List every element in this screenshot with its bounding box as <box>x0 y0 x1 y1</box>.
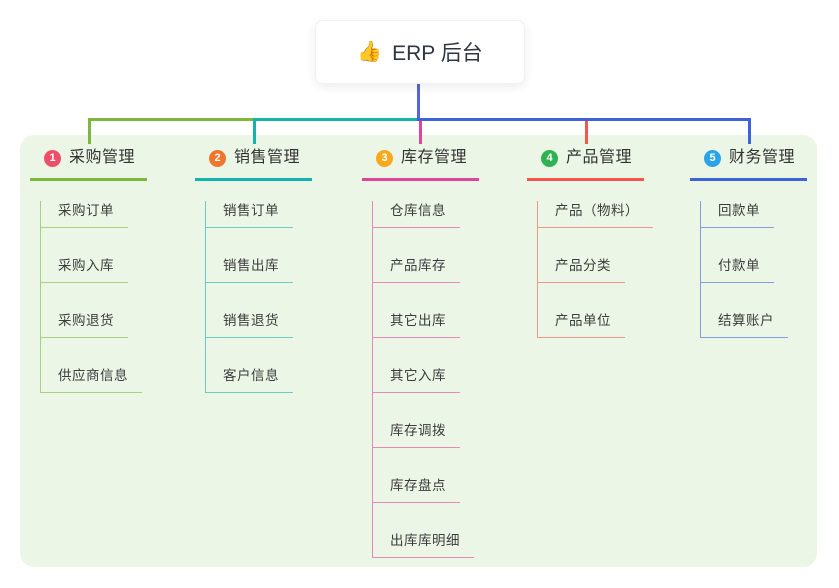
branch-column-1: 1 采购管理 采购订单 采购入库 采购退货 供应商信息 <box>30 148 147 393</box>
branch-column-2: 2 销售管理 销售订单 销售出库 销售退货 客户信息 <box>195 148 312 393</box>
child-label: 采购订单 <box>58 203 114 218</box>
child-node[interactable]: 产品库存 <box>373 256 460 283</box>
branch-column-4: 4 产品管理 产品（物料） 产品分类 产品单位 <box>527 148 653 338</box>
branch-number-badge: 3 <box>376 149 393 167</box>
child-label: 其它入库 <box>390 368 446 383</box>
branch-column-5: 5 财务管理 回款单 付款单 结算账户 <box>690 148 807 338</box>
child-node[interactable]: 客户信息 <box>206 366 293 393</box>
branch-label: 库存管理 <box>401 149 468 166</box>
thumbs-up-icon: 👍 <box>357 41 383 63</box>
child-label: 库存盘点 <box>390 478 446 493</box>
branch-children: 产品（物料） 产品分类 产品单位 <box>537 201 653 338</box>
connector-v-branch-3 <box>419 121 422 144</box>
child-node[interactable]: 库存盘点 <box>373 476 460 503</box>
child-label: 采购入库 <box>58 258 114 273</box>
branch-children: 回款单 付款单 结算账户 <box>700 201 807 338</box>
branch-heading-4[interactable]: 4 产品管理 <box>527 148 644 181</box>
child-node[interactable]: 销售订单 <box>206 201 293 228</box>
child-label: 仓库信息 <box>390 203 446 218</box>
connector-v-branch-1 <box>88 118 91 144</box>
branch-heading-5[interactable]: 5 财务管理 <box>690 148 807 181</box>
branch-number-badge: 2 <box>209 149 226 167</box>
child-node[interactable]: 结算账户 <box>701 311 788 338</box>
mindmap-panel <box>20 135 817 567</box>
branch-number-badge: 1 <box>44 149 61 167</box>
branch-heading-1[interactable]: 1 采购管理 <box>30 148 147 181</box>
branch-label: 产品管理 <box>566 149 633 166</box>
child-node[interactable]: 库存调拨 <box>373 421 460 448</box>
child-node[interactable]: 回款单 <box>701 201 774 228</box>
branch-heading-3[interactable]: 3 库存管理 <box>362 148 479 181</box>
child-node[interactable]: 产品单位 <box>538 311 625 338</box>
child-label: 结算账户 <box>718 313 774 328</box>
child-node[interactable]: 付款单 <box>701 256 774 283</box>
child-label: 销售出库 <box>223 258 279 273</box>
child-node[interactable]: 出库库明细 <box>373 531 474 558</box>
child-node[interactable]: 销售出库 <box>206 256 293 283</box>
branch-label: 财务管理 <box>729 149 796 166</box>
branch-label: 销售管理 <box>234 149 301 166</box>
connector-h-branch-1 <box>88 118 256 121</box>
child-node[interactable]: 采购订单 <box>41 201 128 228</box>
child-label: 出库库明细 <box>390 533 460 548</box>
child-label: 回款单 <box>718 203 760 218</box>
branch-children: 销售订单 销售出库 销售退货 客户信息 <box>205 201 312 393</box>
connector-h-branch-2 <box>253 118 419 121</box>
branch-children: 仓库信息 产品库存 其它出库 其它入库 库存调拨 库存盘点 出库库明细 <box>372 201 479 558</box>
root-label: ERP 后台 <box>392 42 483 65</box>
child-label: 销售订单 <box>223 203 279 218</box>
root-node[interactable]: 👍 ERP 后台 <box>315 20 525 84</box>
child-node[interactable]: 供应商信息 <box>41 366 142 393</box>
branch-column-3: 3 库存管理 仓库信息 产品库存 其它出库 其它入库 库存调拨 库存盘点 出库库… <box>362 148 479 558</box>
child-node[interactable]: 其它出库 <box>373 311 460 338</box>
child-label: 销售退货 <box>223 313 279 328</box>
child-label: 客户信息 <box>223 368 279 383</box>
child-label: 采购退货 <box>58 313 114 328</box>
branch-children: 采购订单 采购入库 采购退货 供应商信息 <box>40 201 147 393</box>
child-label: 付款单 <box>718 258 760 273</box>
branch-number-badge: 4 <box>541 149 558 167</box>
connector-v-branch-4 <box>585 121 588 144</box>
connector-v-branch-5 <box>748 118 751 144</box>
root-connector <box>417 82 420 118</box>
child-label: 产品单位 <box>555 313 611 328</box>
child-label: 其它出库 <box>390 313 446 328</box>
child-label: 产品（物料） <box>555 203 639 218</box>
child-label: 产品分类 <box>555 258 611 273</box>
child-label: 产品库存 <box>390 258 446 273</box>
connector-v-branch-2 <box>253 118 256 144</box>
child-node[interactable]: 仓库信息 <box>373 201 460 228</box>
child-node[interactable]: 采购入库 <box>41 256 128 283</box>
child-node[interactable]: 产品分类 <box>538 256 625 283</box>
branch-heading-2[interactable]: 2 销售管理 <box>195 148 312 181</box>
child-label: 库存调拨 <box>390 423 446 438</box>
child-node[interactable]: 其它入库 <box>373 366 460 393</box>
child-label: 供应商信息 <box>58 368 128 383</box>
branch-label: 采购管理 <box>69 149 136 166</box>
connector-h-branch-5 <box>417 118 750 121</box>
child-node[interactable]: 采购退货 <box>41 311 128 338</box>
child-node[interactable]: 销售退货 <box>206 311 293 338</box>
child-node[interactable]: 产品（物料） <box>538 201 653 228</box>
branch-number-badge: 5 <box>704 149 721 167</box>
